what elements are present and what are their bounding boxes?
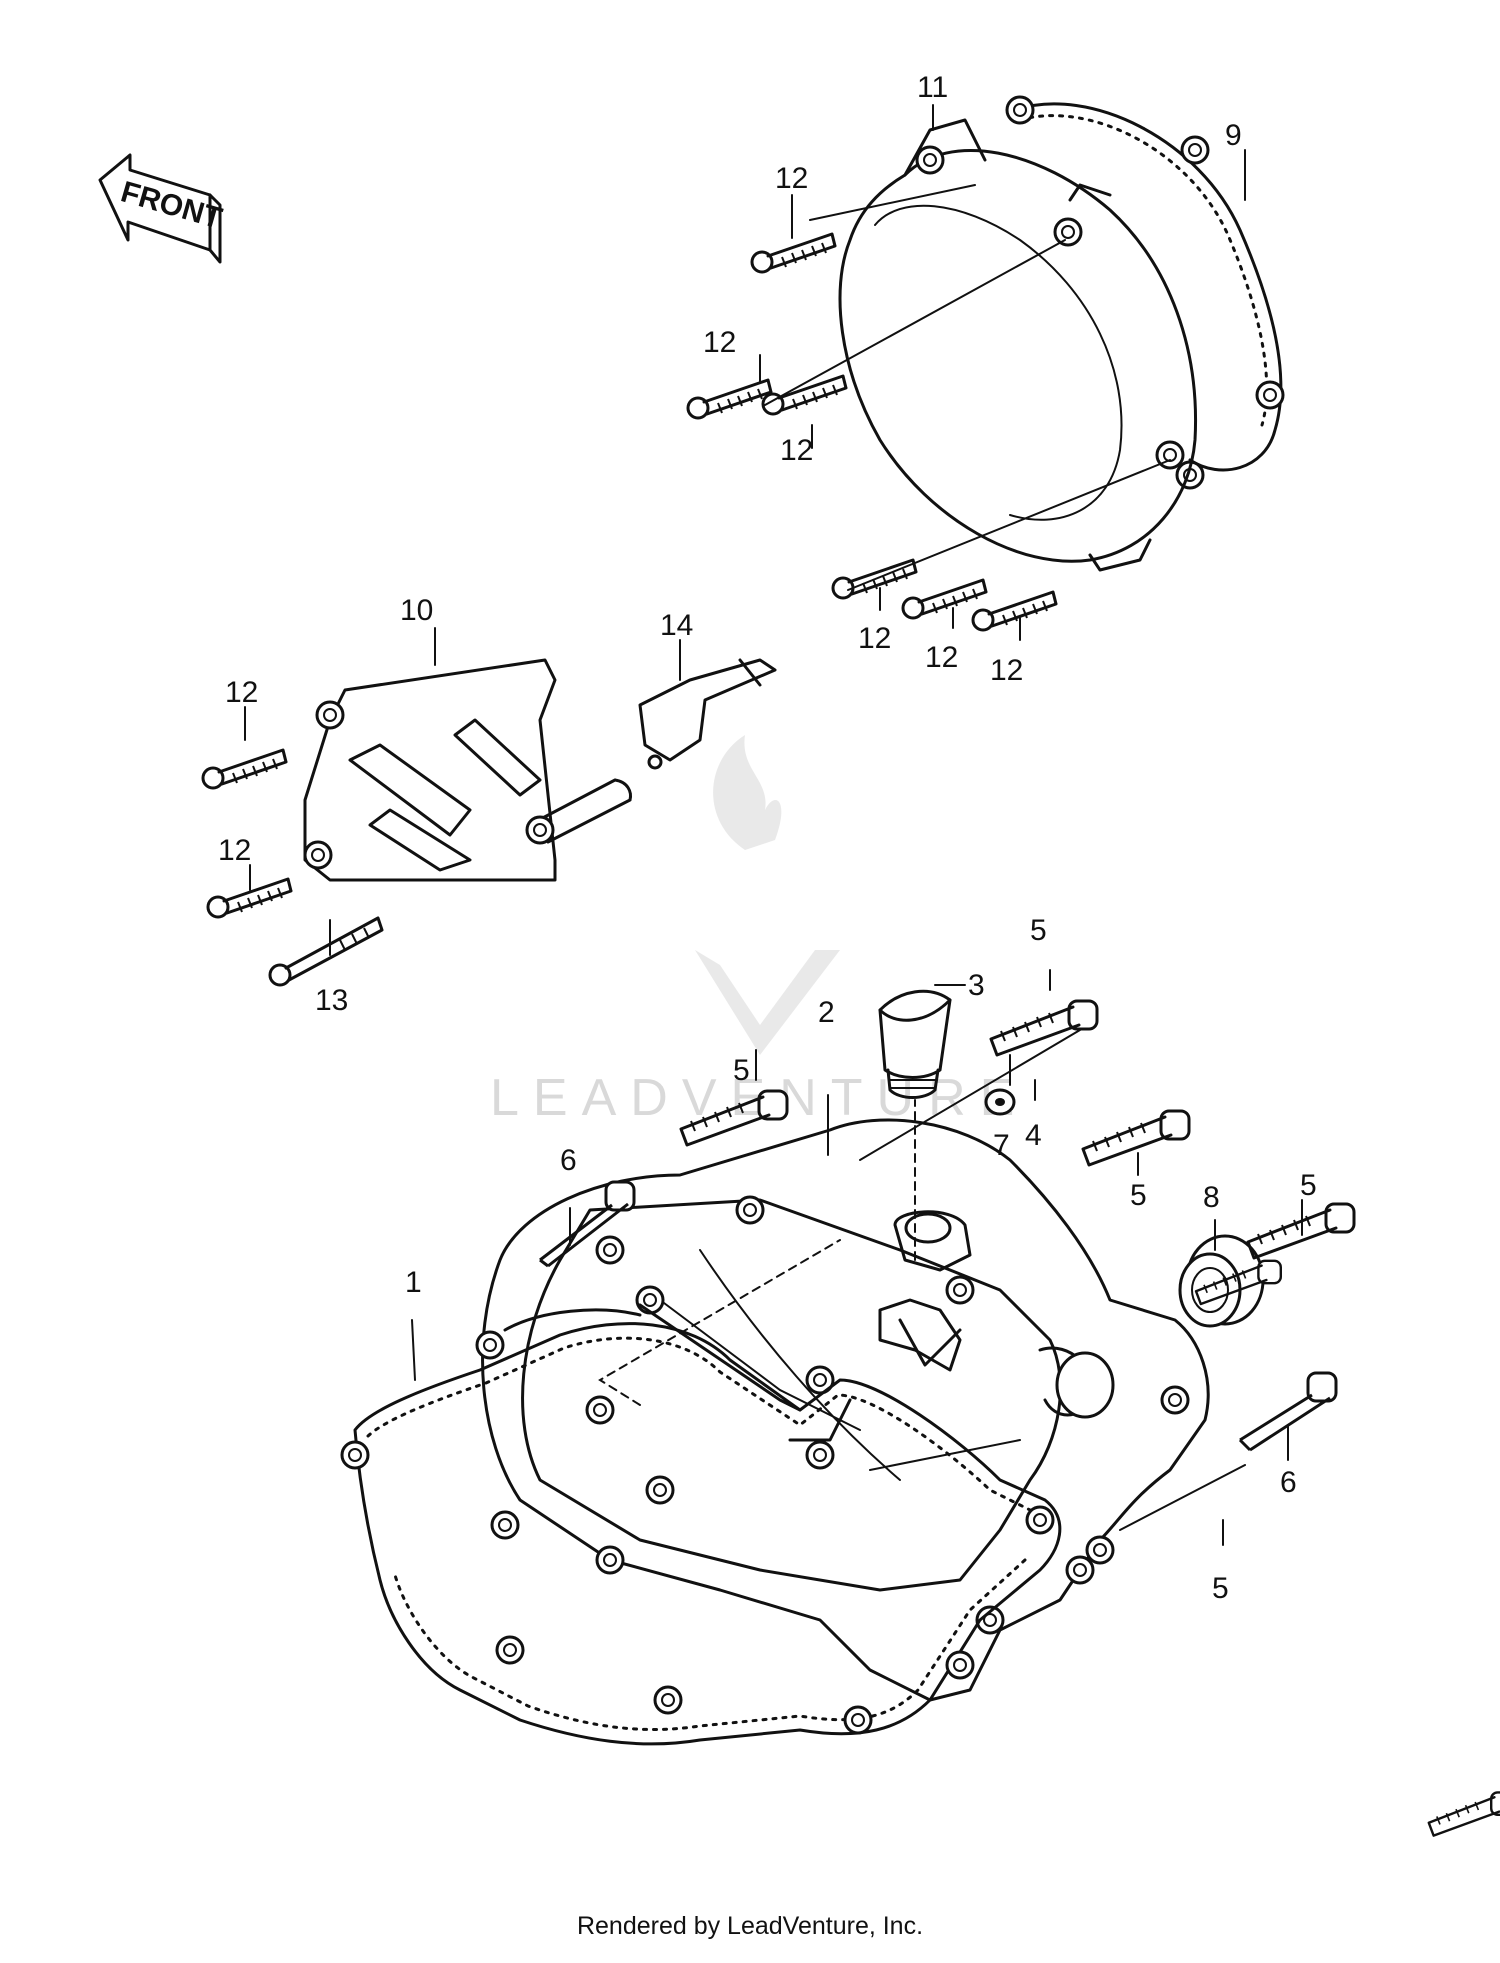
callout-12-g: 12	[225, 676, 258, 709]
callout-5-e: 5	[1212, 1572, 1229, 1605]
bolt-5-a	[989, 999, 1099, 1057]
callout-5-c: 5	[1130, 1179, 1147, 1212]
callout-1: 1	[405, 1266, 422, 1299]
bolt-5-c	[1081, 1109, 1191, 1167]
callout-12-d: 12	[858, 622, 891, 655]
watermark-logo-icon	[695, 735, 840, 1055]
washer	[984, 1088, 1016, 1116]
clutch-cover-gasket	[1005, 95, 1285, 490]
callout-8: 8	[1203, 1181, 1220, 1214]
callout-12-h: 12	[218, 834, 251, 867]
callout-3: 3	[968, 969, 985, 1002]
bolt-6-a	[539, 1180, 636, 1268]
callout-6-b: 6	[1280, 1466, 1297, 1499]
bolt-5-e	[1427, 1791, 1500, 1837]
bolt-12-c	[761, 374, 848, 416]
bolt-12-f	[971, 590, 1058, 632]
callout-4: 4	[1025, 1119, 1042, 1152]
callout-10: 10	[400, 594, 433, 627]
front-arrow-icon: FRONT	[98, 153, 226, 264]
bolt-13	[268, 916, 384, 987]
leader-lines	[244, 104, 1303, 1546]
bolt-12-g	[201, 748, 288, 790]
clutch-cover	[838, 118, 1198, 572]
footer-credit: Rendered by LeadVenture, Inc.	[576, 1912, 924, 1940]
sprocket-cover	[303, 658, 632, 882]
callout-5-b: 5	[733, 1054, 750, 1087]
callout-7: 7	[993, 1129, 1010, 1162]
callout-14: 14	[660, 609, 693, 642]
callout-12-c: 12	[780, 434, 813, 467]
callout-12-f: 12	[990, 654, 1023, 687]
callout-12-e: 12	[925, 641, 958, 674]
bolt-12-a	[750, 232, 837, 274]
crankcase-gasket	[340, 1303, 1115, 1746]
bracket	[638, 658, 777, 770]
callout-2: 2	[818, 996, 835, 1029]
callout-5-a: 5	[1030, 914, 1047, 947]
bolt-6-b	[1238, 1371, 1338, 1452]
crankcase-cover	[481, 1118, 1210, 1702]
callout-12-a: 12	[775, 162, 808, 195]
callout-12-b: 12	[703, 326, 736, 359]
bolt-12-b	[686, 378, 773, 420]
callout-13: 13	[315, 984, 348, 1017]
bolt-12-e	[901, 578, 988, 620]
callout-6-a: 6	[560, 1144, 577, 1177]
callout-9: 9	[1225, 119, 1242, 152]
callout-5-d: 5	[1300, 1169, 1317, 1202]
oil-filler-plug	[878, 989, 952, 1099]
watermark-text: LEADVENTURE	[490, 1069, 1028, 1127]
callout-11: 11	[917, 71, 948, 104]
